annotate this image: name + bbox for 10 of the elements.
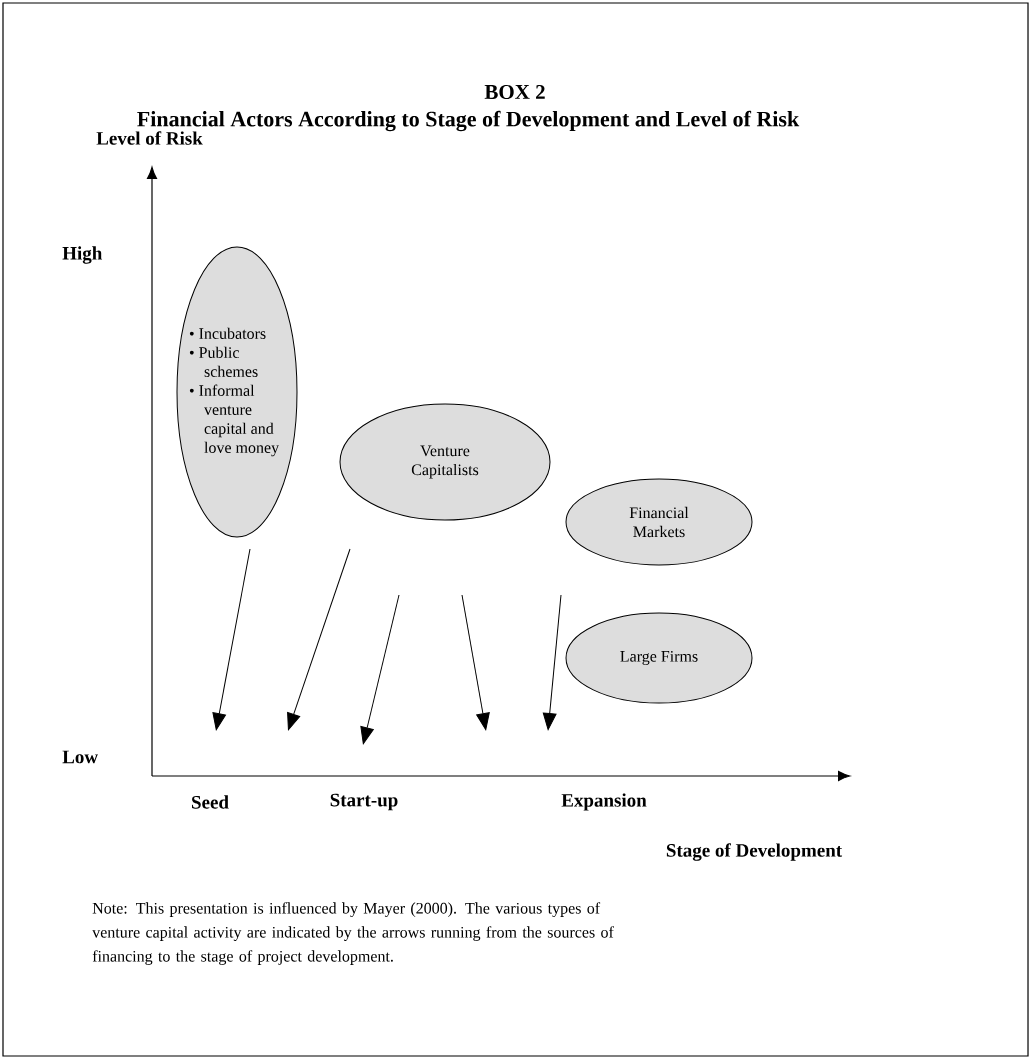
axis-label: Expansion — [561, 793, 647, 811]
title: BOX 2 — [484, 84, 545, 100]
axis-label: Level of Risk — [96, 131, 203, 145]
axis-label: High — [62, 246, 103, 264]
heading: Financial Actors According to Stage of Development and Level of Risk — [137, 110, 800, 132]
axis-label: Low — [62, 750, 98, 764]
axis-label: Seed — [192, 795, 229, 809]
note: Note: This presentation is influenced by Mayer (2000). The various types of venture capital activity are indicated by the arrows running from the sources of financing to the stage of project development. — [92, 902, 614, 965]
axis-label: Stage of Development — [666, 843, 843, 861]
axis-label: Start-up — [330, 793, 398, 811]
